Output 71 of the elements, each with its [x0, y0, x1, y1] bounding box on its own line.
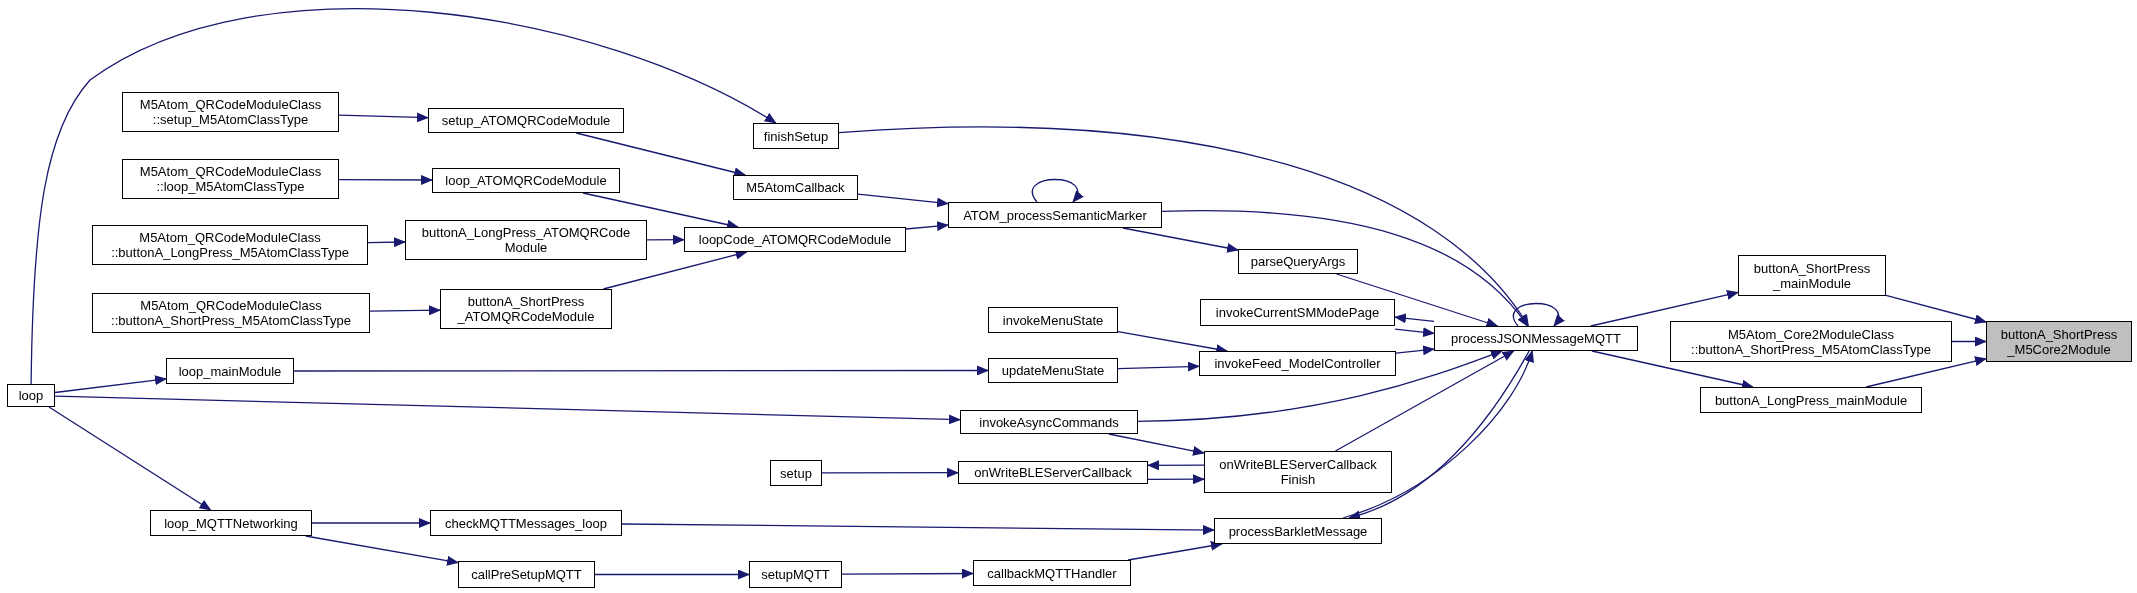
function-box: invokeMenuState — [988, 307, 1118, 333]
arrow — [293, 365, 989, 376]
arrow — [1590, 289, 1739, 327]
arrow — [1137, 350, 1503, 423]
function-box: loop_mainModule — [166, 358, 294, 384]
arrow — [594, 569, 750, 580]
arrow — [367, 237, 406, 248]
arrow — [1122, 227, 1239, 253]
arrow — [1147, 460, 1205, 471]
function-box: setup — [770, 460, 822, 486]
arrow — [1395, 345, 1435, 356]
function-box: onWriteBLEServerCallback Finish — [1204, 451, 1392, 493]
function-box: ATOM_processSemanticMarker — [948, 202, 1162, 228]
function-box: callbackMQTTHandler — [973, 560, 1131, 586]
function-box: buttonA_ShortPress _M5Core2Module — [1986, 321, 2132, 362]
arrow — [1032, 178, 1083, 203]
function-box: setupMQTT — [749, 561, 842, 588]
arrow — [841, 568, 974, 579]
arrow — [338, 112, 429, 123]
arrow — [1394, 327, 1435, 338]
function-box: buttonA_LongPress_ATOMQRCode Module — [405, 220, 647, 260]
function-box: M5Atom_QRCodeModuleClass ::buttonA_LongPress_M5AtomClassType — [92, 225, 368, 265]
function-box: M5Atom_Core2ModuleClass ::buttonA_ShortPress_M5AtomClassType — [1670, 321, 1952, 362]
function-box: invokeFeed_ModelController — [1199, 351, 1396, 376]
arrow — [857, 193, 949, 208]
function-box: loopCode_ATOMQRCodeModule — [684, 227, 906, 252]
arrow — [338, 174, 433, 185]
arrow — [1951, 336, 1987, 347]
function-box: M5Atom_QRCodeModuleClass ::loop_M5AtomClassType — [122, 159, 339, 199]
arrow — [1127, 540, 1223, 561]
function-box: parseQueryArgs — [1238, 249, 1358, 274]
function-box: onWriteBLEServerCallback — [958, 461, 1148, 484]
arrow — [311, 518, 431, 528]
arrow — [621, 523, 1215, 535]
function-box: processJSONMessageMQTT — [1434, 326, 1638, 351]
arrow — [1108, 433, 1205, 456]
arrow — [54, 375, 167, 394]
function-box: M5Atom_QRCodeModuleClass ::setup_M5AtomClassType — [122, 92, 339, 132]
arrow — [48, 406, 212, 511]
function-box: buttonA_ShortPress _mainModule — [1738, 255, 1886, 296]
arrow — [905, 221, 949, 232]
function-box: loop_ATOMQRCodeModule — [432, 168, 620, 193]
function-box: invokeAsyncCommands — [960, 410, 1138, 434]
arrow — [821, 467, 959, 478]
function-box: buttonA_LongPress_mainModule — [1700, 387, 1922, 413]
arrow — [1513, 302, 1564, 327]
arrow — [1161, 210, 1529, 327]
function-box: updateMenuState — [988, 358, 1118, 383]
function-box: buttonA_ShortPress _ATOMQRCodeModule — [440, 289, 612, 329]
function-box: callPreSetupMQTT — [458, 561, 595, 588]
arrow — [54, 395, 961, 425]
arrow — [1117, 361, 1200, 372]
function-box: invokeCurrentSMModePage — [1200, 299, 1395, 326]
arrow — [1335, 273, 1499, 328]
arrow — [1334, 350, 1515, 452]
arrow — [838, 126, 1530, 327]
function-box: finishSetup — [753, 123, 839, 149]
function-box: checkMQTTMessages_loop — [430, 510, 622, 536]
function-box: loop_MQTTNetworking — [150, 510, 312, 536]
arrow — [369, 305, 441, 316]
arrow — [1394, 313, 1435, 324]
arrow — [646, 234, 685, 245]
function-box: processBarkletMessage — [1214, 518, 1382, 544]
arrow — [304, 535, 459, 566]
function-box: setup_ATOMQRCodeModule — [428, 108, 624, 133]
function-box: loop — [7, 384, 55, 407]
function-box: M5AtomCallback — [733, 175, 858, 200]
function-box: M5Atom_QRCodeModuleClass ::buttonA_ShortPress_M5AtomClassType — [92, 293, 370, 333]
arrow — [30, 8, 777, 385]
arrow — [1147, 474, 1205, 485]
arrow — [1885, 294, 1987, 324]
